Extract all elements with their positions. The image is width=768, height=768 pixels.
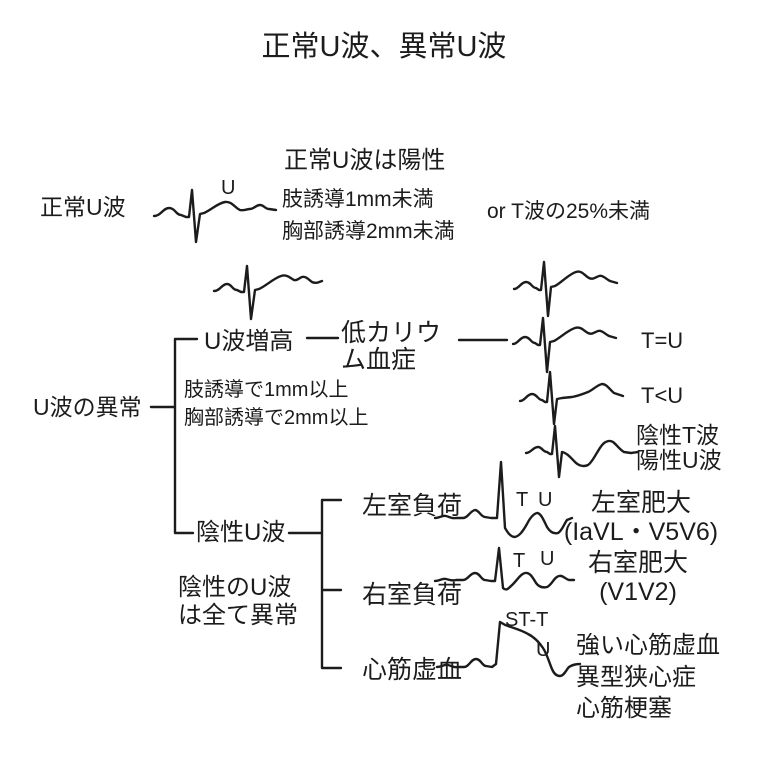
ecg-increased-u-waveform — [212, 264, 324, 321]
negative-branch-label: 陰性U波 — [196, 519, 286, 546]
tree-root-connector — [149, 337, 199, 535]
ecg-normal-u-waveform — [152, 188, 278, 244]
finding-negative-t-positive-u: 陰性T波 陽性U波 — [636, 422, 722, 474]
ecg-hypokalemia-waveform-2 — [511, 316, 618, 374]
ecg-rv-strain-waveform — [433, 546, 576, 591]
ecg-hypokalemia-waveform-1 — [512, 260, 619, 318]
ecg-hypokalemia-waveform-3 — [518, 370, 625, 426]
rv-u-marker: U — [540, 548, 555, 570]
normal-heading: 正常U波は陽性 — [284, 147, 446, 174]
increased-criteria: 肢誘導で1mm以上 胸部誘導で2mm以上 — [184, 379, 369, 429]
ischemia-label: 心筋虚血 — [362, 656, 463, 684]
ecg-hypokalemia-waveform-4 — [524, 424, 640, 479]
rv-strain-label: 右室負荷 — [362, 581, 463, 609]
negative-note: 陰性のU波 は全て異常 — [178, 574, 298, 630]
finding-t-less-than-u: T<U — [641, 383, 684, 408]
hypokalemia-label: 低カリウ ム血症 — [341, 319, 442, 374]
normal-u-label: 正常U波 — [40, 194, 126, 220]
increased-branch-label: U波増高 — [204, 328, 294, 355]
stt-marker: ST-T — [505, 609, 549, 631]
ischemia-diagnosis: 強い心筋虚血 異型狭心症 心筋梗塞 — [576, 632, 720, 723]
ischemia-u-marker: U — [536, 639, 551, 661]
normal-criteria: 肢誘導1mm未満 胸部誘導2mm未満 — [282, 188, 455, 243]
lv-diagnosis: 左室肥大 (IaVL・V5V6) — [563, 489, 719, 546]
ecg-ischemia-waveform — [435, 620, 582, 678]
tree-negative-connector — [287, 498, 343, 670]
rv-diagnosis: 右室肥大 (V1V2) — [587, 549, 688, 606]
tree-root-label: U波の異常 — [33, 394, 142, 420]
finding-t-equals-u: T=U — [641, 328, 684, 353]
or-note: or T波の25%未満 — [487, 200, 650, 223]
diagram-title: 正常U波、異常U波 — [261, 31, 507, 63]
normal-u-wave-marker: U — [221, 177, 236, 199]
rv-t-marker: T — [513, 550, 526, 572]
lv-u-marker: U — [538, 489, 553, 511]
ecg-lv-strain-waveform — [433, 460, 574, 539]
lv-strain-label: 左室負荷 — [362, 492, 463, 520]
lv-t-marker: T — [516, 489, 529, 511]
